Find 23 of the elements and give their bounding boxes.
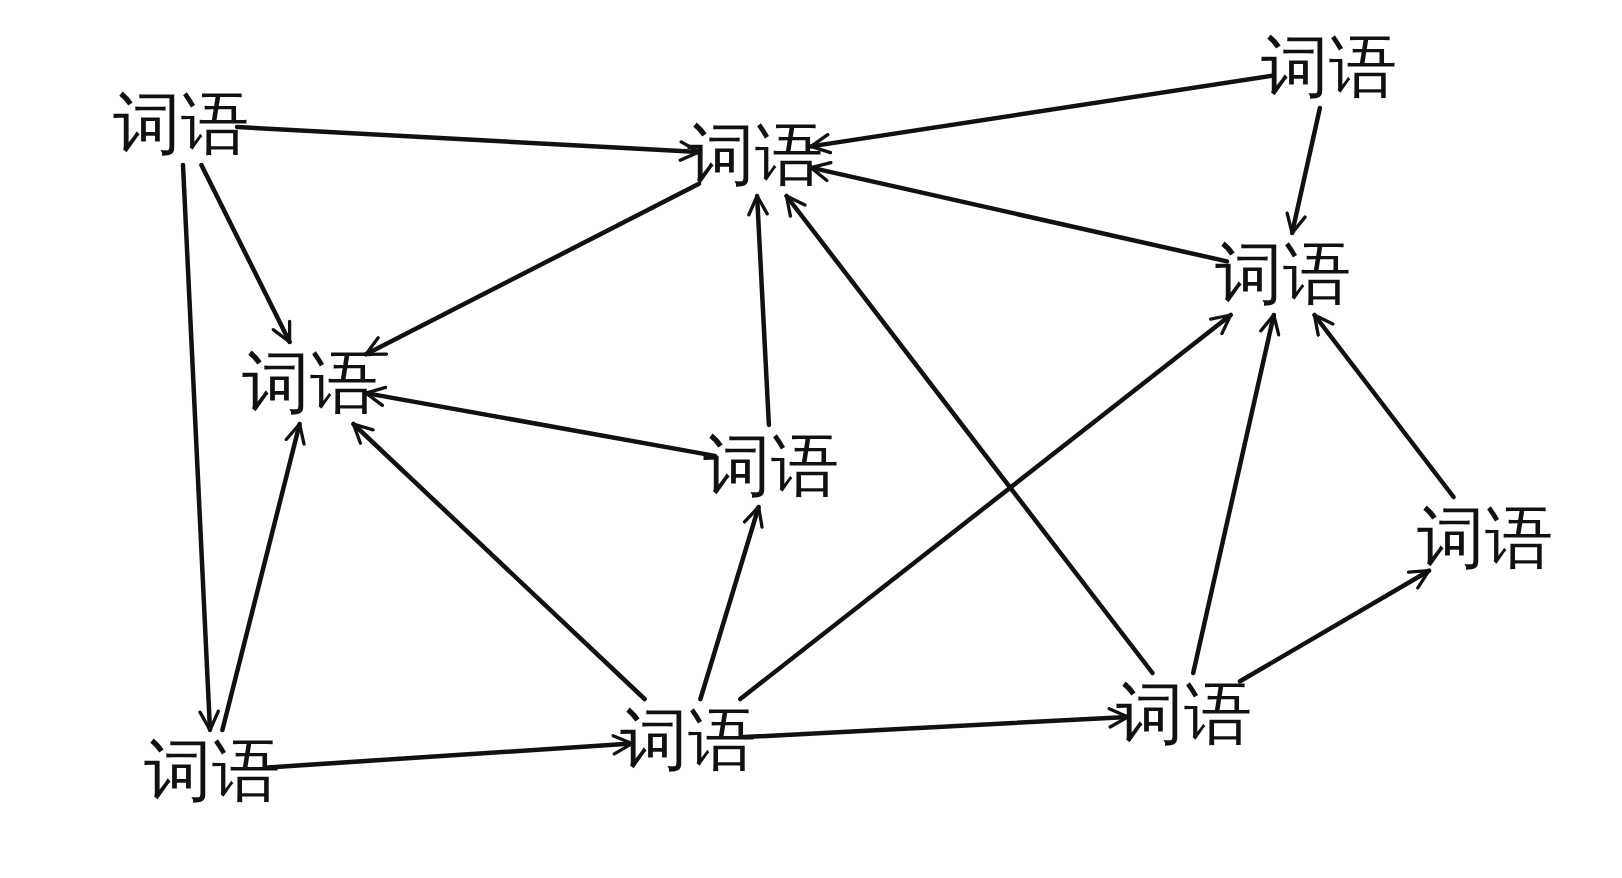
word-label: 词语 [1417, 504, 1553, 572]
arrow [1312, 312, 1456, 500]
arrow [698, 504, 764, 702]
word-label: 词语 [113, 90, 249, 158]
arrow [180, 162, 220, 733]
word-label: 词语 [1261, 33, 1397, 101]
arrow [351, 421, 647, 702]
word-label: 词语 [144, 737, 280, 805]
word-label: 词语 [703, 432, 839, 500]
word-label: 词语 [1116, 680, 1252, 748]
arrow [738, 312, 1233, 702]
word-label: 词语 [687, 121, 823, 189]
arrow [363, 181, 702, 357]
word-label: 词语 [1215, 240, 1351, 308]
arrow [784, 193, 1155, 676]
arrow [747, 193, 772, 428]
word-label: 词语 [242, 349, 378, 417]
arrow [1285, 105, 1323, 236]
arrow [1190, 312, 1281, 676]
arrow [199, 162, 292, 345]
arrow [1237, 568, 1432, 684]
arrow [220, 421, 306, 733]
word-label: 词语 [620, 706, 756, 774]
